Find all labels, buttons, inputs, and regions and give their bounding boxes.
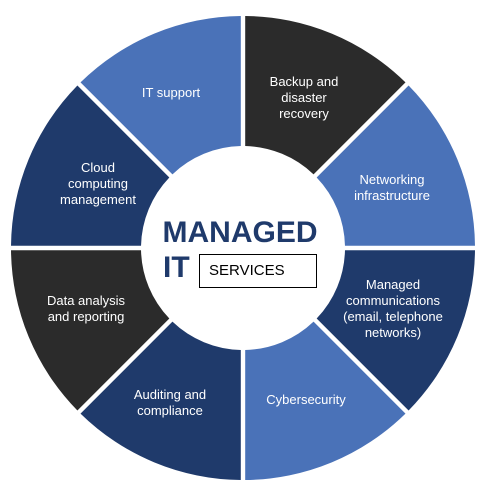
segment-label-line: computing [68,176,128,191]
segment-label-line: Cybersecurity [266,392,346,407]
segment-managed-comms [316,250,475,411]
center-circle [143,148,343,348]
segment-label-line: networks) [365,325,421,340]
segment-networking [316,85,475,246]
segment-label-line: infrastructure [354,188,430,203]
segment-it-support [80,16,241,175]
segment-label-line: Networking [359,172,424,187]
services-text-box: SERVICES [199,254,317,288]
center-title-managed: MANAGED [163,216,318,249]
segment-label-line: Data analysis [47,293,126,308]
segment-label-line: Managed [366,277,420,292]
segment-label-line: Cloud [81,160,115,175]
segment-auditing [80,321,241,480]
segment-label-line: and reporting [48,309,125,324]
segment-data-analysis [11,250,170,411]
segment-label-line: Backup and [270,74,339,89]
segment-label-it-support: IT support [142,85,201,100]
center-title-it: IT [163,251,190,284]
segment-label-line: IT support [142,85,201,100]
segment-label-line: Auditing and [134,387,206,402]
segment-label-line: management [60,192,136,207]
segment-label-line: recovery [279,106,329,121]
segment-cloud [11,85,170,246]
segment-cybersecurity [245,321,406,480]
segment-backup [245,16,406,175]
segment-label-line: communications [346,293,440,308]
segment-label-line: (email, telephone [343,309,443,324]
segment-label-line: disaster [281,90,327,105]
segment-label-cybersecurity: Cybersecurity [266,392,346,407]
segment-label-line: compliance [137,403,203,418]
